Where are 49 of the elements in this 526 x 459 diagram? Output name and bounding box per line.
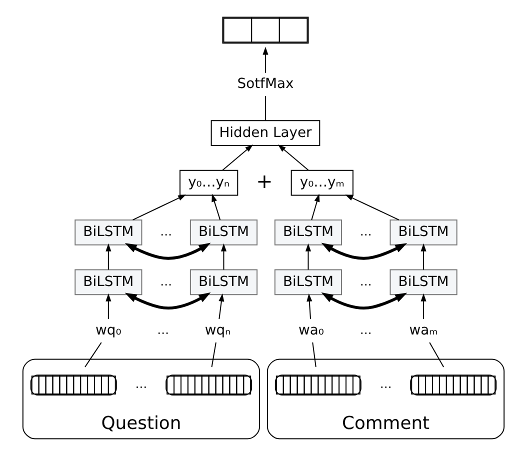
connector (264, 96, 266, 121)
arrow (320, 242, 407, 260)
arrow (420, 243, 426, 270)
node-box: BiLSTM (274, 269, 342, 296)
node-text: wa₀ (298, 322, 324, 339)
connector (210, 342, 216, 368)
node-box: BiLSTM (189, 269, 258, 296)
node-box: Hidden Layer (210, 120, 320, 146)
node-box: BiLSTM (189, 220, 258, 246)
arrow (277, 144, 308, 171)
arrow (262, 46, 268, 74)
connector (84, 342, 102, 368)
node-box: y₀…yₙ (179, 170, 238, 196)
node-text: wqₙ (204, 322, 230, 339)
arrow (105, 293, 111, 320)
arrow (320, 292, 407, 310)
label: + (256, 170, 272, 193)
node-text: waₘ (408, 322, 438, 339)
arrow (420, 293, 426, 320)
label: … (160, 224, 172, 239)
node-box: BiLSTM (74, 269, 142, 296)
node-box: BiLSTM (274, 220, 342, 246)
node-text: SotfMax (236, 76, 294, 92)
label: … (379, 377, 392, 392)
node-box: y₀…yₘ (290, 170, 353, 196)
node-box: BiLSTM (389, 269, 457, 296)
arrow (124, 242, 210, 260)
arrow (105, 243, 111, 270)
arrow (124, 292, 210, 310)
label: … (359, 224, 372, 239)
node-text: wq₀ (95, 322, 121, 339)
arrow (132, 194, 186, 220)
arrow (304, 243, 311, 270)
arrow (310, 194, 320, 220)
arrow (306, 293, 312, 320)
arrow (211, 194, 220, 220)
arrow (218, 293, 224, 320)
label: … (134, 377, 147, 392)
connector (428, 342, 444, 368)
label: … (156, 322, 169, 337)
arrow (222, 144, 253, 171)
label: … (359, 274, 372, 288)
node-box: BiLSTM (389, 220, 457, 246)
label: … (160, 274, 172, 288)
connector (312, 342, 316, 368)
arrow (220, 243, 226, 270)
arrow (344, 194, 399, 220)
label: … (359, 322, 372, 337)
node-box: BiLSTM (74, 220, 142, 246)
